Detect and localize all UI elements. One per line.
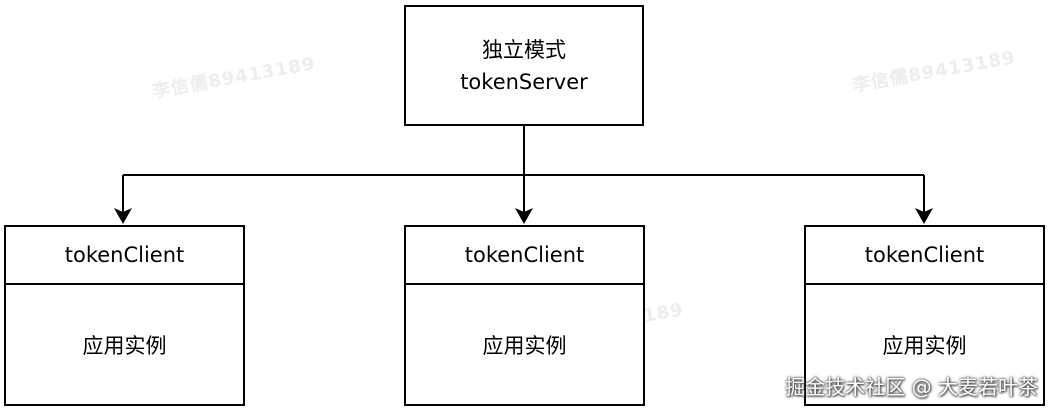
attribution-watermark: 掘金技术社区 @ 大麦若叶茶	[785, 375, 1038, 399]
client-header: tokenClient	[806, 227, 1043, 285]
token-server-node: 独立模式 tokenServer	[404, 5, 644, 126]
arrowhead-center	[515, 208, 533, 224]
client-body: 应用实例	[882, 333, 967, 358]
server-mode-label: 独立模式	[482, 37, 566, 62]
arrowhead-right	[915, 208, 933, 224]
client-header: tokenClient	[406, 227, 643, 285]
token-client-node: tokenClient 应用实例	[804, 225, 1045, 406]
client-body: 应用实例	[482, 333, 567, 358]
client-header: tokenClient	[6, 227, 243, 285]
server-name-label: tokenServer	[460, 69, 588, 94]
arrowhead-left	[114, 208, 132, 224]
client-body: 应用实例	[82, 333, 167, 358]
token-client-node: tokenClient 应用实例	[404, 225, 645, 406]
token-client-node: tokenClient 应用实例	[4, 225, 245, 406]
